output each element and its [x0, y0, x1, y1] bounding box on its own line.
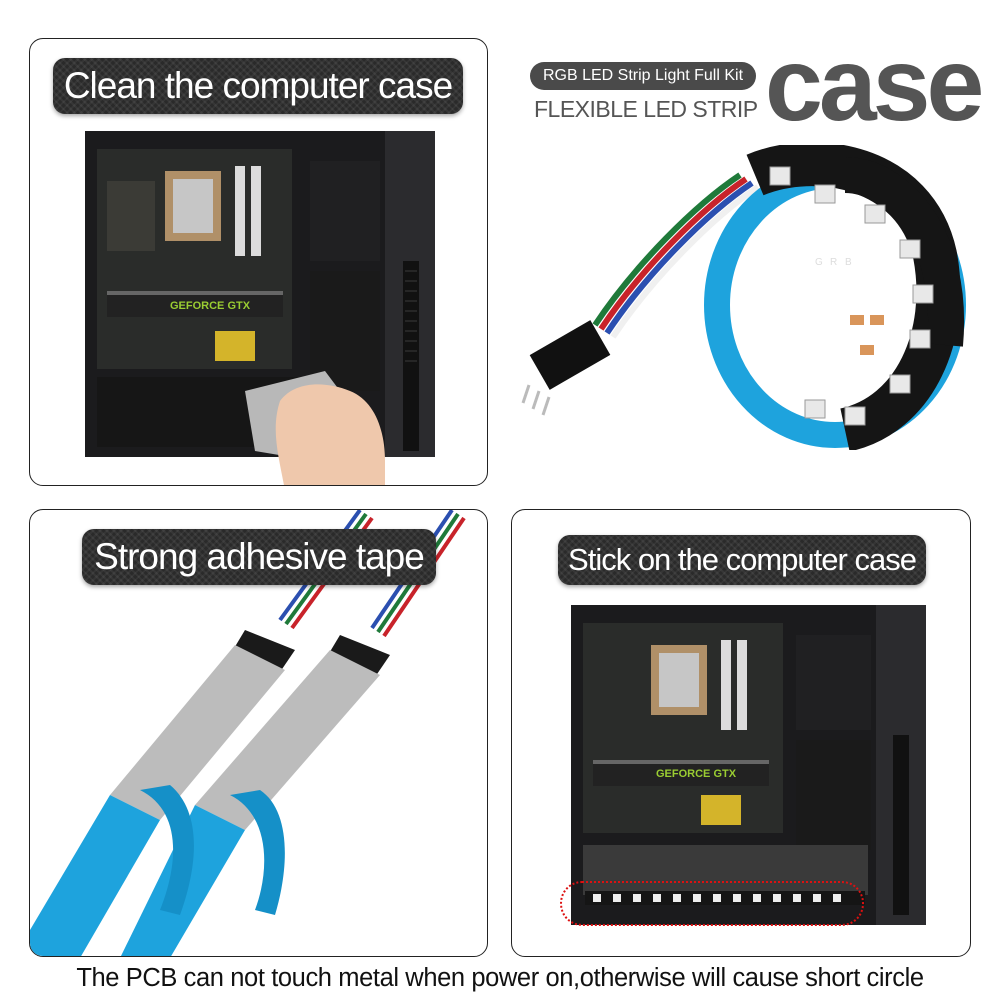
panel-clean-case: Clean the computer case GEFORCE GTX	[29, 38, 488, 486]
computer-case-with-strip-image: GEFORCE GTX	[571, 605, 926, 925]
footer-warning: The PCB can not touch metal when power o…	[76, 964, 924, 992]
panel-title-stick: Stick on the computer case	[558, 535, 926, 585]
led-letter-g: G	[815, 257, 823, 268]
led-letter-b: B	[845, 257, 852, 268]
led-strip-image: G R B	[521, 145, 966, 450]
gpu-label: GEFORCE GTX	[170, 300, 251, 312]
led-letter-r: R	[830, 257, 837, 268]
case-headline: case	[765, 27, 984, 143]
panel-stick-case: Stick on the computer case GEFORCE GTX	[511, 509, 971, 957]
panel-title-tape: Strong adhesive tape	[82, 529, 436, 585]
gpu-label: GEFORCE GTX	[656, 768, 737, 780]
kit-badge: RGB LED Strip Light Full Kit	[530, 62, 756, 90]
computer-case-image: GEFORCE GTX	[85, 131, 435, 485]
strip-highlight-circle	[560, 881, 864, 926]
flexible-led-strip-label: FLEXIBLE LED STRIP	[534, 96, 758, 122]
panel-adhesive-tape: Strong adhesive tape	[29, 509, 488, 957]
panel-title-clean: Clean the computer case	[53, 58, 463, 114]
led-strip-coil	[746, 145, 965, 450]
